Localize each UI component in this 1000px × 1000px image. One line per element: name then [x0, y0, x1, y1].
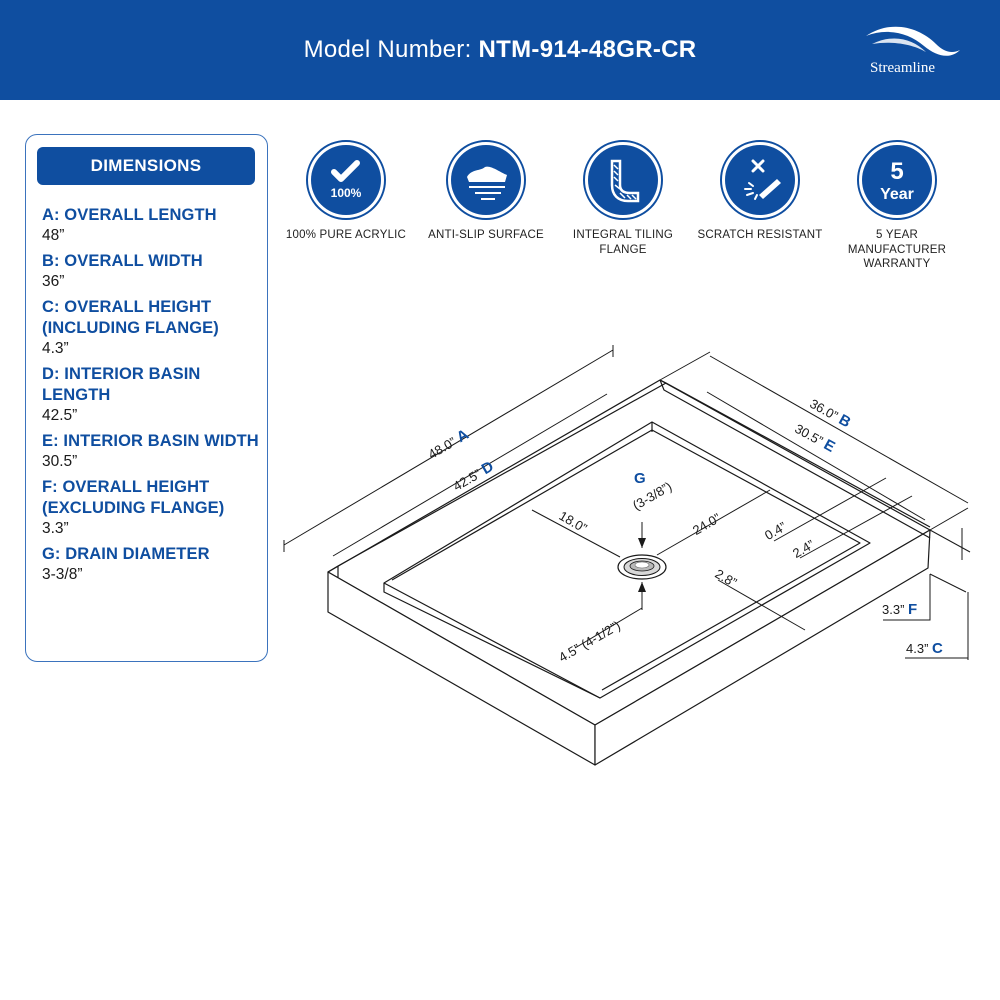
- feature-label: INTEGRAL TILING FLANGE: [572, 229, 674, 256]
- tiling-flange-icon: [610, 159, 640, 203]
- dimension-value: 48”: [42, 227, 65, 244]
- dimension-value: 30.5”: [42, 453, 78, 470]
- dimension-item-f: F: OVERALL HEIGHT (EXCLUDING FLANGE) 3.3…: [42, 477, 264, 538]
- drain-g-label: G: [634, 470, 646, 487]
- feature-icon-fill: [588, 145, 658, 215]
- streamline-wave-logo-icon: [866, 26, 960, 56]
- dimension-item-g: G: DRAIN DIAMETER 3-3/8”: [42, 544, 264, 584]
- dimension-value: 36”: [42, 273, 65, 290]
- dimension-item-c: C: OVERALL HEIGHT (INCLUDING FLANGE) 4.3…: [42, 297, 264, 358]
- drain-g-letter: G: [634, 470, 646, 487]
- feature-scratch-resistant: SCRATCH RESISTANT: [695, 140, 825, 243]
- dimension-label: B: OVERALL WIDTH: [42, 252, 203, 270]
- feature-icon-fill: 100%: [311, 145, 381, 215]
- feature-icon-ring: [583, 140, 663, 220]
- dimensions-panel: DIMENSIONS A: OVERALL LENGTH 48” B: OVER…: [25, 134, 268, 662]
- shower-base-drawing: [283, 345, 971, 766]
- feature-icon-fill: [725, 145, 795, 215]
- feature-icon-fill: 5 Year: [862, 145, 932, 215]
- feature-icon-fill: [451, 145, 521, 215]
- dimension-label: E: INTERIOR BASIN WIDTH: [42, 432, 259, 450]
- dimension-label: C: OVERALL HEIGHT (INCLUDING FLANGE): [42, 298, 219, 337]
- dimensions-title: DIMENSIONS: [37, 147, 255, 185]
- drain: [617, 554, 667, 580]
- model-number-prefix: Model Number:: [303, 36, 479, 63]
- feature-icon-ring: [720, 140, 800, 220]
- dimension-item-a: A: OVERALL LENGTH 48”: [42, 205, 264, 245]
- feature-label: 100% PURE ACRYLIC: [285, 229, 407, 241]
- scratch-resistant-icon: [744, 159, 781, 200]
- dimension-c-value: 4.3”: [906, 641, 929, 656]
- feature-tiling-flange: INTEGRAL TILING FLANGE: [558, 140, 688, 257]
- dimension-label: F: OVERALL HEIGHT (EXCLUDING FLANGE): [42, 478, 225, 517]
- feature-anti-slip: ANTI-SLIP SURFACE: [421, 140, 551, 243]
- brand-name: Streamline: [870, 60, 935, 76]
- dimension-item-d: D: INTERIOR BASIN LENGTH 42.5”: [42, 364, 264, 425]
- dimension-c-letter: C: [932, 640, 943, 657]
- dimension-item-e: E: INTERIOR BASIN WIDTH 30.5”: [42, 431, 264, 471]
- dimension-label: G: DRAIN DIAMETER: [42, 545, 210, 563]
- feature-label: 5 YEAR MANUFACTURER WARRANTY: [847, 229, 947, 270]
- check-100-icon: 100%: [331, 160, 362, 200]
- feature-icon-ring: [446, 140, 526, 220]
- dimension-value: 3.3”: [42, 520, 69, 537]
- dimension-f-value: 3.3”: [882, 602, 905, 617]
- feature-label: SCRATCH RESISTANT: [697, 229, 823, 241]
- feature-icon-ring: 100%: [306, 140, 386, 220]
- dimension-label: A: OVERALL LENGTH: [42, 206, 217, 224]
- warranty-5-year-icon: 5 Year: [880, 158, 914, 203]
- dimension-value: 3-3/8”: [42, 566, 83, 583]
- dimension-label: D: INTERIOR BASIN LENGTH: [42, 365, 201, 404]
- anti-slip-shoe-icon: [467, 166, 507, 200]
- warranty-year-text: Year: [880, 186, 914, 203]
- model-number-title: Model Number: NTM-914-48GR-CR: [0, 36, 1000, 64]
- shower-base-diagram: 48.0” A 42.5” D 36.0” B 30.5” E G (3-3/8…: [270, 330, 1000, 770]
- feature-icon-ring: 5 Year: [857, 140, 937, 220]
- dimension-item-b: B: OVERALL WIDTH 36”: [42, 251, 264, 291]
- dimension-value: 42.5”: [42, 407, 78, 424]
- dimensions-list: A: OVERALL LENGTH 48” B: OVERALL WIDTH 3…: [42, 205, 264, 590]
- badge-100-text: 100%: [331, 186, 362, 200]
- dimension-f-label: 3.3” F: [882, 601, 917, 618]
- header-banner: Model Number: NTM-914-48GR-CR Streamline: [0, 0, 1000, 100]
- dimension-f-letter: F: [908, 601, 918, 618]
- warranty-number: 5: [890, 158, 903, 185]
- dimension-c-label: 4.3” C: [906, 640, 943, 657]
- feature-pure-acrylic: 100% 100% PURE ACRYLIC: [281, 140, 411, 243]
- dimension-value: 4.3”: [42, 340, 69, 357]
- feature-warranty: 5 Year 5 YEAR MANUFACTURER WARRANTY: [832, 140, 962, 272]
- feature-label: ANTI-SLIP SURFACE: [428, 229, 544, 241]
- model-number-value: NTM-914-48GR-CR: [478, 36, 697, 63]
